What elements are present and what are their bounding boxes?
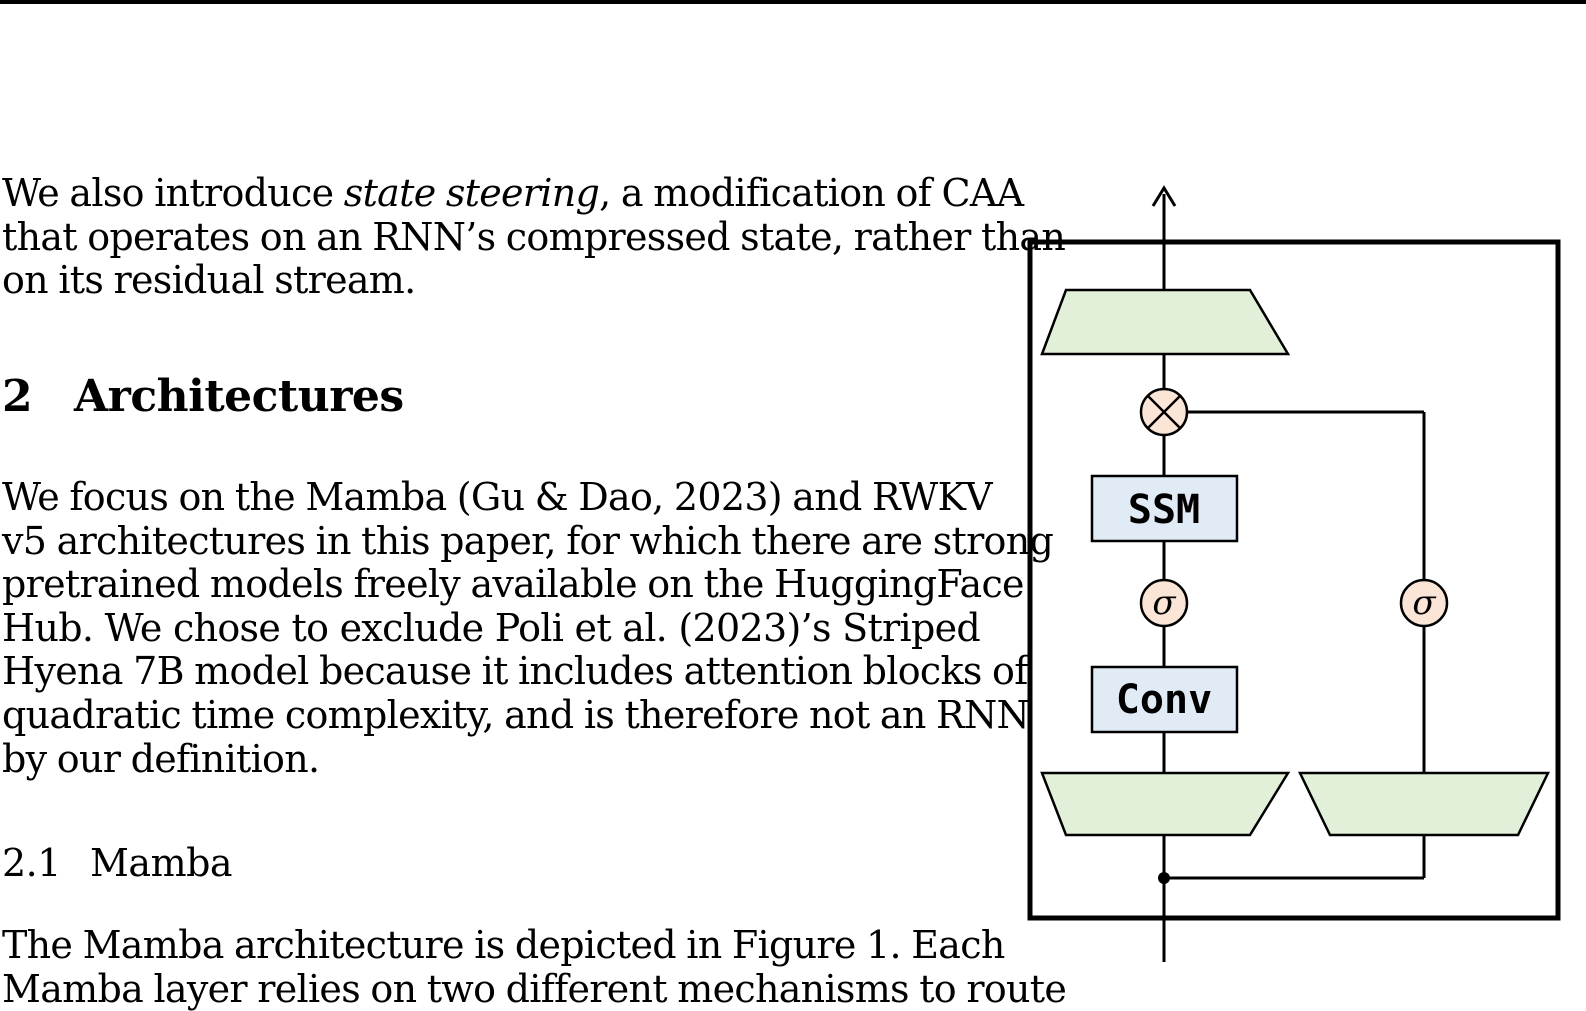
ssm-block (1090, 474, 1239, 543)
intro-line-3: on its residual stream. (2, 258, 416, 303)
section-line: pretrained models freely available on th… (2, 562, 1025, 607)
section-paragraph: We focus on the Mamba (Gu & Dao, 2023) a… (2, 475, 1054, 781)
multiply-icon (1147, 395, 1181, 429)
subsection-paragraph: The Mamba architecture is depicted in Fi… (2, 923, 1067, 1011)
section-line: quadratic time complexity, and is theref… (2, 692, 1030, 737)
section-line: Hyena 7B model because it includes atten… (2, 649, 1028, 694)
sigma-node-right (1399, 578, 1449, 628)
subsection-title: Mamba (90, 841, 233, 885)
section-heading: 2 Architectures (2, 372, 404, 422)
state-steering-term: state steering (343, 171, 600, 215)
intro-line-2: that operates on an RNN’s compressed sta… (2, 214, 1066, 259)
mamba-block-diagram: SSM σ σ Conv (1027, 185, 1561, 962)
sigma-right-label: σ (1412, 583, 1436, 623)
output-projection (1040, 288, 1291, 356)
subsection-line: The Mamba architecture is depicted in Fi… (2, 923, 1005, 967)
conv-label: Conv (1116, 677, 1212, 723)
section-line: by our definition. (2, 736, 320, 781)
input-projection-left (1040, 771, 1291, 837)
section-number: 2 (2, 371, 33, 422)
intro-line-1: We also introduce state steering, a modi… (2, 171, 1024, 215)
sigma-left-label: σ (1152, 583, 1176, 623)
subsection-number: 2.1 (2, 841, 61, 885)
section-line: v5 architectures in this paper, for whic… (2, 518, 1054, 563)
intro-paragraph: We also introduce state steering, a modi… (2, 171, 1066, 303)
split-junction-dot (1158, 872, 1170, 884)
section-title: Architectures (74, 371, 404, 422)
subsection-heading: 2.1 Mamba (2, 841, 233, 885)
top-rule (0, 0, 1586, 4)
layer-frame (1027, 239, 1561, 921)
section-line: Hub. We chose to exclude Poli et al. (20… (2, 605, 981, 650)
subsection-line: Mamba layer relies on two different mech… (2, 966, 1067, 1011)
input-projection-right (1298, 771, 1550, 837)
sigma-node-left (1139, 578, 1189, 628)
section-line: We focus on the Mamba (Gu & Dao, 2023) a… (2, 475, 993, 519)
conv-block (1090, 665, 1239, 734)
output-arrow-icon (1151, 185, 1177, 207)
ssm-label: SSM (1128, 487, 1200, 533)
